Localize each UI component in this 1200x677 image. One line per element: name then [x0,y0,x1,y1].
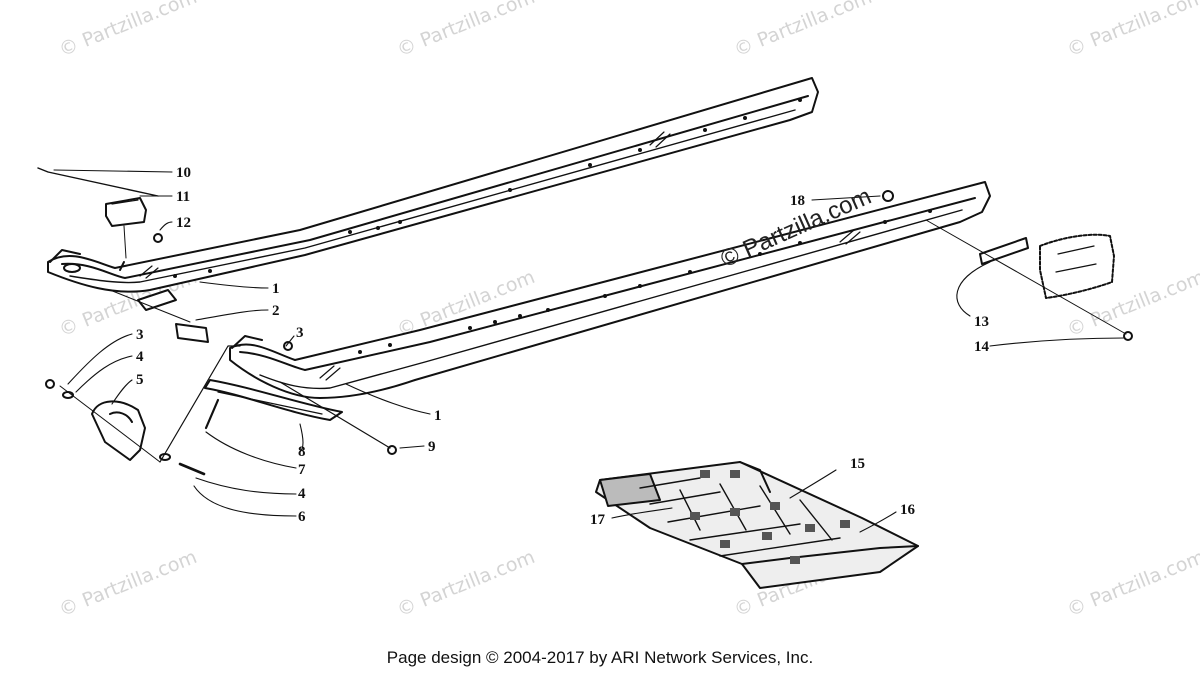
callout-15: 15 [850,456,865,472]
callout-9: 9 [428,439,436,455]
callout-13: 13 [974,314,989,330]
callout-12: 12 [176,215,191,231]
front-bumper-block [45,345,241,476]
rear-bracket [882,190,1133,341]
cross-shaft [109,289,209,343]
callout-3: 3 [296,325,304,341]
drive-track [595,461,919,589]
page-footer: Page design © 2004-2017 by ARI Network S… [386,648,814,667]
callout-18: 18 [790,193,805,209]
callout-1: 1 [434,408,442,424]
callout-14: 14 [974,339,990,355]
callout-2: 2 [272,303,280,319]
rubber-bumper [37,167,163,259]
callout-16: 16 [900,502,916,518]
callout-labels: 10 11 12 1 2 3 3 4 5 8 7 4 6 1 9 18 13 1… [136,165,990,528]
callout-1: 1 [272,281,280,297]
callout-11: 11 [176,189,190,205]
callout-10: 10 [176,165,191,181]
callout-17: 17 [590,512,606,528]
upper-slide-rail [47,77,819,293]
callout-4: 4 [136,349,144,365]
callout-4: 4 [298,486,306,502]
callout-8: 8 [298,444,306,460]
callout-3: 3 [136,327,144,343]
lower-slide-rail [229,181,991,399]
wear-strip [204,379,343,421]
callout-5: 5 [136,372,144,388]
callout-6: 6 [298,509,306,525]
callout-7: 7 [298,462,306,478]
